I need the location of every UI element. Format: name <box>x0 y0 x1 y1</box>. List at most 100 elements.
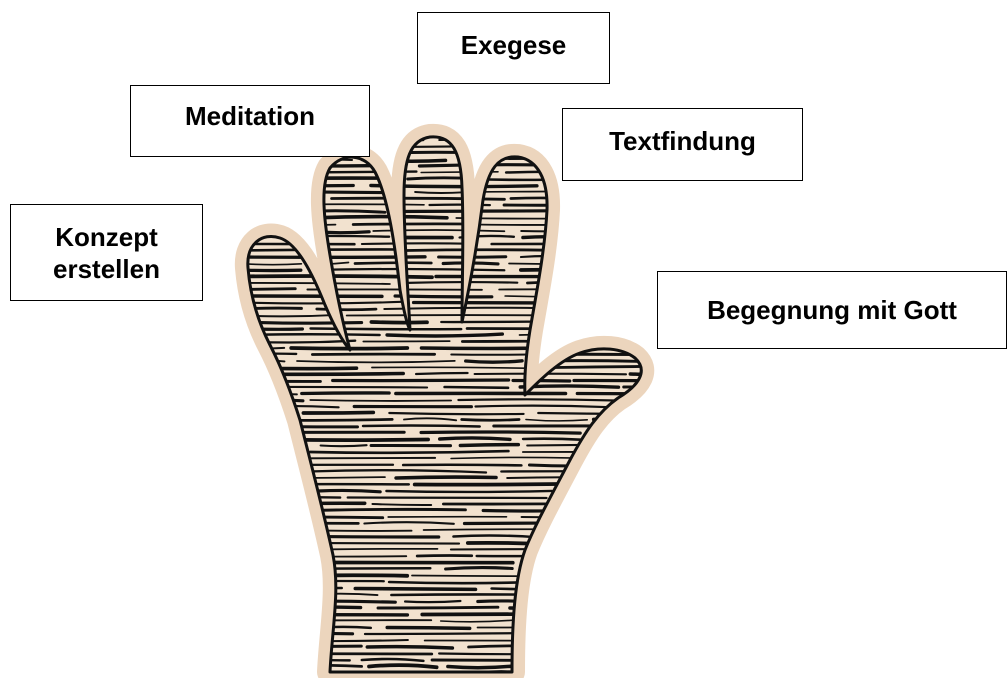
hatch-stroke <box>595 575 635 576</box>
hatch-stroke <box>574 211 768 212</box>
hatch-stroke <box>462 420 519 421</box>
label-begegnung: Begegnung mit Gott <box>707 294 957 326</box>
hatch-stroke <box>240 542 288 544</box>
hatch-stroke <box>612 223 652 224</box>
hatch-stroke <box>405 601 460 602</box>
hatch-stroke <box>240 654 432 655</box>
hatch-stroke <box>639 523 720 524</box>
hatch-stroke <box>396 477 496 478</box>
hatch-stroke <box>240 595 300 596</box>
hatch-stroke <box>612 601 732 602</box>
hatch-stroke <box>607 205 789 206</box>
hatch-stroke <box>574 380 670 381</box>
hatch-stroke <box>408 178 461 179</box>
hatch-stroke <box>240 173 293 174</box>
label-box-meditation: Meditation <box>130 85 370 157</box>
hatch-stroke <box>645 433 843 434</box>
hatch-stroke <box>653 620 738 621</box>
hatch-stroke <box>510 608 681 609</box>
hatch-stroke <box>240 581 384 582</box>
hatch-stroke <box>367 647 452 648</box>
hatch-stroke <box>424 529 614 530</box>
label-meditation: Meditation <box>185 100 315 132</box>
hatch-stroke <box>412 576 585 577</box>
hatch-stroke <box>318 549 438 550</box>
hatch-stroke <box>585 647 646 648</box>
label-konzept-line1: Konzept <box>55 221 158 253</box>
hatch-stroke <box>240 549 306 550</box>
hatch-stroke <box>596 654 699 655</box>
hatch-stroke <box>509 264 701 265</box>
hatch-stroke <box>321 445 367 446</box>
hatch-stroke <box>555 308 659 309</box>
hatch-stroke <box>240 458 435 459</box>
hatch-stroke <box>604 329 660 330</box>
hatch-stroke <box>402 282 517 283</box>
hatch-stroke <box>240 439 428 440</box>
hatch-stroke <box>522 569 623 570</box>
hatch-stroke <box>622 660 796 661</box>
hatch-stroke <box>641 569 829 570</box>
hatch-stroke <box>415 192 463 193</box>
hatch-stroke <box>240 218 300 219</box>
hatch-stroke <box>475 374 626 375</box>
hatch-stroke <box>302 231 369 233</box>
hatch-stroke <box>391 594 528 595</box>
hatch-stroke <box>355 589 475 590</box>
hatch-stroke <box>406 250 562 251</box>
hatch-stroke <box>362 243 476 244</box>
hatch-stroke <box>240 575 300 576</box>
hatch-stroke <box>643 575 709 576</box>
hatch-stroke <box>634 217 816 218</box>
hatch-stroke <box>505 296 608 297</box>
hatch-stroke <box>468 543 528 544</box>
hatch-stroke <box>240 503 365 504</box>
hatch-stroke <box>240 470 298 472</box>
hatch-stroke <box>542 543 659 545</box>
hatch-stroke <box>240 562 324 563</box>
hatch-stroke <box>240 497 340 498</box>
hatch-stroke <box>348 498 547 499</box>
hatch-stroke <box>527 445 722 446</box>
hatch-stroke <box>542 595 689 597</box>
hatch-stroke <box>605 562 704 563</box>
hatch-stroke <box>621 510 680 511</box>
hatch-stroke <box>292 530 411 531</box>
hatch-stroke <box>631 530 783 531</box>
hatch-stroke <box>521 231 662 232</box>
hatch-stroke <box>648 556 848 557</box>
hatch-stroke <box>372 504 431 505</box>
hatch-stroke <box>592 621 639 622</box>
hatch-stroke <box>309 217 447 218</box>
hatch-stroke <box>543 601 607 602</box>
hatch-stroke <box>240 607 361 608</box>
hatch-stroke <box>525 620 586 621</box>
hatch-stroke <box>590 237 704 238</box>
hatch-stroke <box>492 588 629 590</box>
hatch-stroke <box>440 438 510 439</box>
hatch-stroke <box>571 251 614 252</box>
hatch-stroke <box>303 412 373 413</box>
hatch-stroke <box>422 614 584 615</box>
hatch-stroke <box>312 509 466 510</box>
hatch-stroke <box>654 647 835 648</box>
hatch-stroke <box>387 628 470 629</box>
hatch-stroke <box>403 465 521 466</box>
hatch-stroke <box>565 641 721 642</box>
hatch-stroke <box>417 555 472 556</box>
label-box-exegese: Exegese <box>417 12 610 84</box>
hatch-stroke <box>448 666 513 668</box>
hatch-stroke <box>311 329 462 330</box>
hatch-stroke <box>540 536 686 537</box>
hatch-stroke <box>529 562 589 563</box>
hatch-stroke <box>589 614 638 615</box>
hatch-stroke <box>389 413 523 414</box>
hatch-stroke <box>637 400 822 401</box>
hatch-stroke <box>240 509 306 510</box>
hatch-stroke <box>648 438 730 439</box>
hatch-stroke <box>240 646 361 647</box>
hatch-stroke <box>624 386 809 387</box>
hatch-stroke <box>240 374 403 375</box>
hatch-stroke <box>630 374 827 375</box>
